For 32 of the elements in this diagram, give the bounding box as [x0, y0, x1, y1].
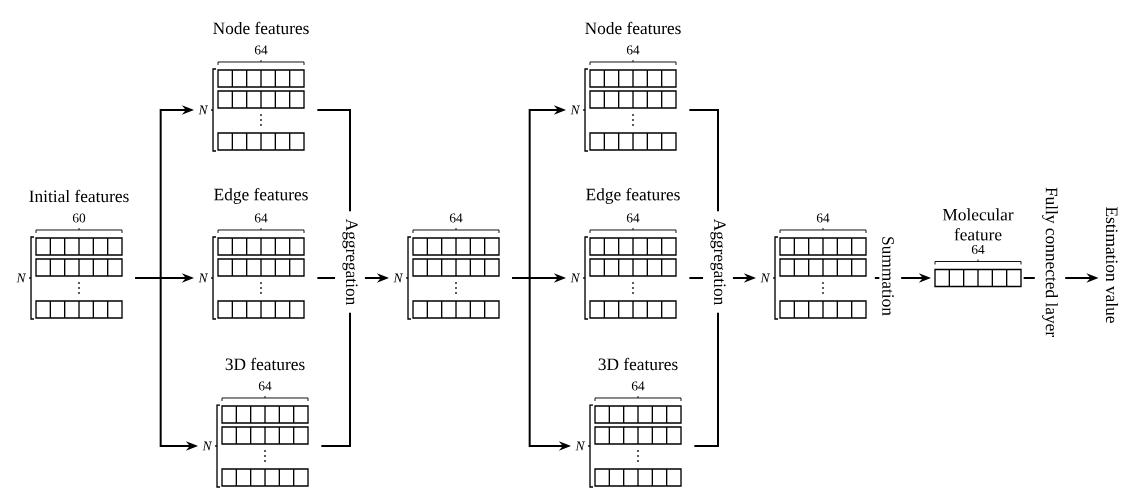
step-label: Aggregation	[710, 218, 726, 306]
matrix-title: Node features	[213, 21, 309, 35]
dimension-label: 60	[72, 213, 86, 223]
matrix-title: Molecular feature	[942, 208, 1014, 241]
row-label: N	[198, 105, 209, 115]
matrix-title: 3D features	[598, 357, 678, 371]
row-label: N	[393, 273, 404, 283]
row-label: N	[570, 273, 581, 283]
row-label: N	[570, 105, 581, 115]
dimension-label: 64	[816, 213, 830, 223]
dimension-label: 64	[449, 213, 463, 223]
step-label: Aggregation	[342, 218, 358, 306]
matrix-title: Initial features	[29, 189, 129, 203]
output-label: Estimation value	[1105, 207, 1119, 323]
step-label: Summation	[882, 237, 894, 316]
row-label: N	[198, 273, 209, 283]
dimension-label: 64	[254, 213, 268, 223]
dimension-label: 64	[626, 45, 640, 55]
dimension-label: 64	[971, 245, 985, 254]
row-label: N	[16, 273, 27, 283]
row-label: N	[202, 441, 213, 451]
matrix-title: 3D features	[225, 357, 305, 371]
row-label: N	[575, 441, 586, 451]
dimension-label: 64	[258, 381, 272, 391]
dimension-label: 64	[254, 45, 268, 55]
step-label: Fully connected layer	[1042, 187, 1058, 337]
matrix-title: Edge features	[586, 188, 680, 204]
matrix-title: Node features	[585, 21, 681, 35]
row-label: N	[760, 273, 771, 283]
dimension-label: 64	[631, 381, 645, 391]
matrix-title: Edge features	[214, 188, 308, 204]
dimension-label: 64	[626, 213, 640, 223]
